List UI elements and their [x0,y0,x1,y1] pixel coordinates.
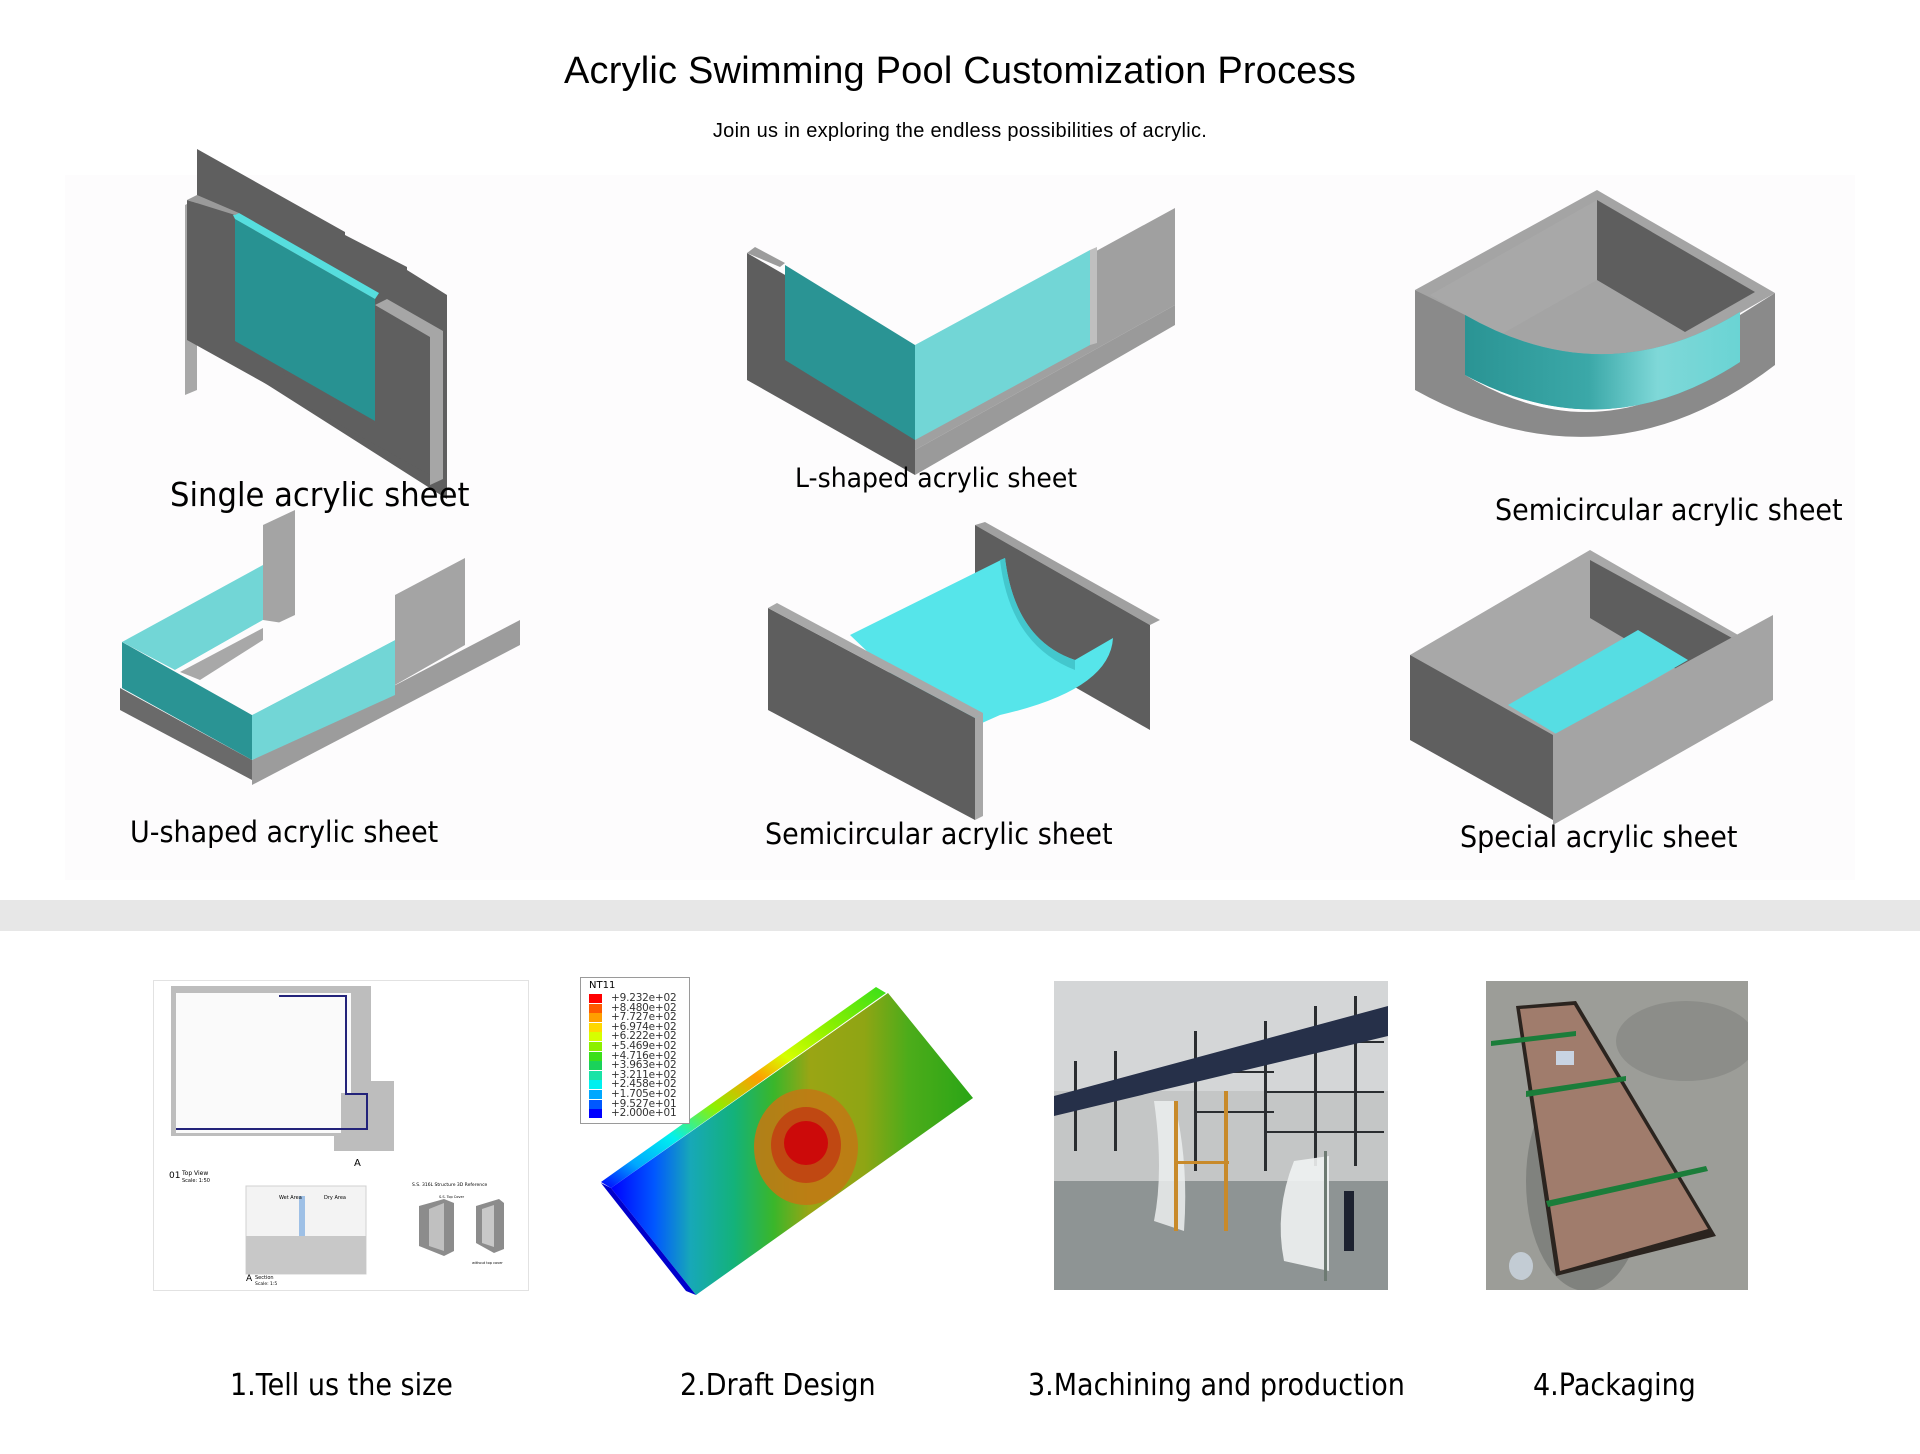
factory-photo-illustration [1054,981,1388,1290]
reference-title: S.S. 316L Structure 3D Reference [412,1182,488,1188]
legend-swatch [589,1070,602,1080]
shape-label: Special acrylic sheet [1460,820,1738,854]
legend-swatch [589,1032,602,1042]
wet-area-label: Wet Area [279,1195,302,1201]
section-scale: Scale: 1:5 [255,1281,277,1287]
shape-label: Single acrylic sheet [170,475,470,514]
shape-single-sheet: Single acrylic sheet [170,149,535,515]
legend-swatch [589,1061,602,1071]
shape-label: Semicircular acrylic sheet [765,817,1113,851]
pool-drawing: 01 Top View Scale: 1:50 A Wet Area Dry A… [153,980,529,1291]
shape-semicircular-trough: Semicircular acrylic sheet [765,520,1165,880]
legend-entry: +2.000e+01 [589,1107,709,1120]
legend-value: +2.458e+02 [611,1078,677,1091]
packaging-photo-illustration [1486,981,1748,1290]
step-label: 1.Tell us the size [230,1368,453,1403]
legend-swatch [589,1090,602,1099]
legend-value: +7.727e+02 [611,1011,677,1024]
page-title: Acrylic Swimming Pool Customization Proc… [563,50,1357,92]
shape-label: Semicircular acrylic sheet [1495,493,1843,527]
legend-entry: +2.458e+02 [589,1078,709,1091]
legend-swatch [589,1013,602,1023]
legend-value: +6.222e+02 [611,1030,677,1043]
semicircular-tub-illustration [1415,190,1775,437]
legend-swatch [589,1080,602,1090]
legend-entry: +3.963e+02 [589,1059,709,1072]
legend-entry: +6.222e+02 [589,1030,709,1043]
dry-area-label: Dry Area [324,1195,346,1201]
legend-value: +3.211e+02 [611,1068,677,1081]
shape-label: L-shaped acrylic sheet [795,463,1078,494]
legend-swatch [589,994,602,1003]
legend-value: +8.480e+02 [611,1001,677,1014]
shape-l-sheet: L-shaped acrylic sheet [745,205,1205,505]
legend-value: +4.716e+02 [611,1049,677,1062]
step-label: 2.Draft Design [680,1368,876,1403]
section-marker: A [246,1274,253,1284]
step-label: 3.Machining and production [1028,1368,1405,1403]
legend-swatch [589,1003,602,1013]
legend-swatch [589,1051,602,1061]
legend-entry: +1.705e+02 [589,1088,709,1100]
single-sheet-illustration [185,149,447,499]
legend-entry: +7.727e+02 [589,1011,709,1024]
legend-value: +9.527e+01 [611,1097,677,1110]
simulation-model [601,987,973,1295]
legend-entry: +5.469e+02 [589,1040,709,1052]
legend-entry: +3.211e+02 [589,1068,709,1081]
legend-swatch [589,1022,602,1032]
top-view-title: Top View [181,1170,208,1177]
section-title: Section [255,1275,274,1281]
section-marker-top: A [354,1158,361,1169]
legend-value: +3.963e+02 [611,1059,677,1072]
sheet-types-panel: Single acrylic sheet L-shaped acrylic sh… [65,149,1855,880]
u-sheet-illustration [120,510,520,785]
shape-special-sheet: Special acrylic sheet [1408,530,1808,870]
shape-label: U-shaped acrylic sheet [130,815,439,849]
legend-entry: +6.974e+02 [589,1020,709,1033]
legend-value: +5.469e+02 [611,1040,677,1052]
thermal-simulation: NT11 +9.232e+02+8.480e+02+7.727e+02+6.97… [578,975,978,1305]
packaging-photo [1486,981,1748,1290]
shape-semicircular-tub: Semicircular acrylic sheet [1410,190,1843,527]
technical-drawing-illustration: 01 Top View Scale: 1:50 A Wet Area Dry A… [169,986,504,1287]
top-view-number: 01 [169,1171,180,1181]
page-subtitle: Join us in exploring the endless possibi… [712,120,1208,142]
top-view-scale: Scale: 1:50 [182,1178,210,1184]
legend-entry: +4.716e+02 [589,1049,709,1062]
ref-label-2: without top cover [472,1261,503,1265]
temperature-legend: NT11 +9.232e+02+8.480e+02+7.727e+02+6.97… [580,977,690,1124]
semicircular-trough-illustration [768,522,1160,820]
legend-swatch [589,1099,602,1109]
legend-entry: +8.480e+02 [589,1001,709,1014]
legend-entry: +9.232e+02 [589,992,709,1004]
legend-title: NT11 [589,980,616,991]
legend-swatch [589,1109,602,1119]
factory-photo [1054,981,1388,1290]
section-divider [0,900,1920,931]
legend-swatch [589,1042,602,1051]
shape-u-sheet: U-shaped acrylic sheet [120,510,540,880]
l-sheet-illustration [747,208,1175,475]
special-sheet-illustration [1410,550,1773,825]
ref-label-1: S.S. Top Cover [439,1195,465,1199]
legend-value: +2.000e+01 [611,1107,677,1120]
step-label: 4.Packaging [1533,1368,1696,1403]
legend-value: +6.974e+02 [611,1020,677,1033]
legend-value: +1.705e+02 [611,1088,677,1100]
legend-entry: +9.527e+01 [589,1097,709,1110]
legend-value: +9.232e+02 [611,992,677,1004]
